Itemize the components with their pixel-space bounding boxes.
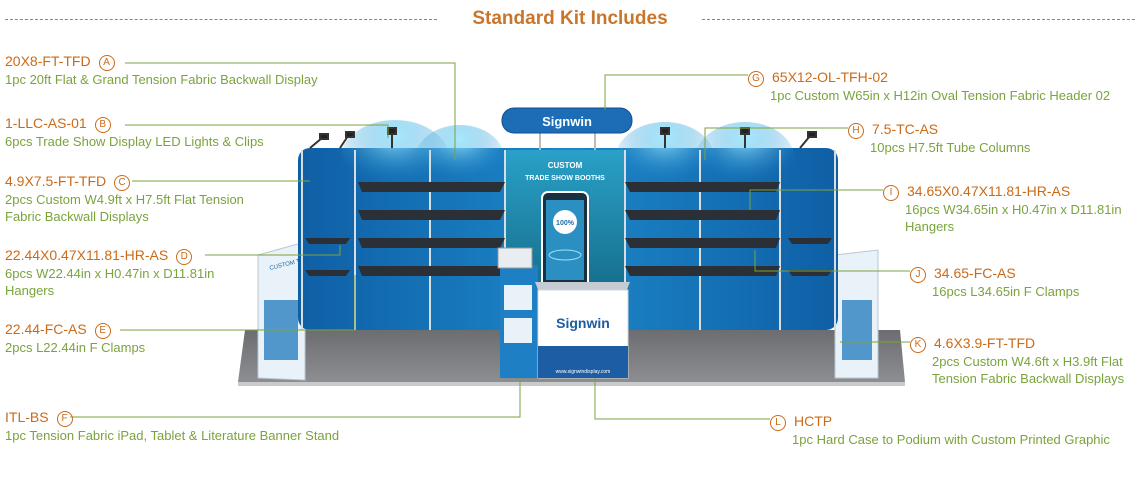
callout-letter-badge: D bbox=[176, 249, 193, 265]
callout-code: 1-LLC-AS-01 bbox=[5, 115, 87, 131]
callout-description: 1pc Hard Case to Podium with Custom Prin… bbox=[792, 432, 1110, 447]
callout-code: ITL-BS bbox=[5, 409, 49, 425]
leader-line-h bbox=[704, 127, 848, 160]
callout-code-line: J 34.65-FC-AS bbox=[910, 264, 1140, 283]
callout-code: 34.65-FC-AS bbox=[934, 265, 1016, 281]
callout-letter-badge: G bbox=[748, 71, 764, 87]
callout-description: 6pcs W22.44in x H0.47in x D11.81in Hange… bbox=[5, 266, 215, 298]
callout-code: 20X8-FT-TFD bbox=[5, 53, 91, 69]
callout-h: H 7.5-TC-AS 10pcs H7.5ft Tube Columns bbox=[848, 120, 1140, 156]
callout-description: 2pcs L22.44in F Clamps bbox=[5, 340, 146, 355]
callout-letter-badge: J bbox=[910, 267, 926, 283]
callout-code: 22.44-FC-AS bbox=[5, 321, 87, 337]
callout-description: 1pc 20ft Flat & Grand Tension Fabric Bac… bbox=[5, 72, 318, 87]
callout-code: 22.44X0.47X11.81-HR-AS bbox=[5, 247, 169, 263]
callout-k: K 4.6X3.9-FT-TFD 2pcs Custom W4.6ft x H3.9… bbox=[910, 334, 1140, 387]
floor-edge bbox=[238, 382, 905, 386]
leader-line-i bbox=[749, 189, 883, 210]
callout-description: 1pc Custom W65in x H12in Oval Tension Fa… bbox=[770, 88, 1111, 103]
right-side-graphic bbox=[842, 300, 872, 360]
callout-i: I 34.65X0.47X11.81-HR-AS 16pcs W34.65in x … bbox=[883, 182, 1140, 235]
header-divider-right bbox=[702, 19, 1135, 20]
callout-code-line: 1-LLC-AS-01 B bbox=[5, 114, 325, 133]
callout-code: HCTP bbox=[794, 413, 833, 429]
callout-letter-badge: I bbox=[883, 185, 899, 201]
callout-code: 4.9X7.5-FT-TFD bbox=[5, 173, 107, 189]
leader-line-j bbox=[754, 250, 910, 272]
callout-description: 2pcs Custom W4.9ft x H7.5ft Flat Tension… bbox=[5, 192, 244, 224]
callout-description: 16pcs L34.65in F Clamps bbox=[932, 284, 1080, 299]
wall-glow-2 bbox=[415, 125, 505, 195]
callout-code-line: L HCTP bbox=[770, 412, 1140, 431]
leader-line-l bbox=[594, 378, 770, 420]
header-divider-left bbox=[5, 19, 437, 20]
callout-code: 4.6X3.9-FT-TFD bbox=[934, 335, 1036, 351]
podium-brand: Signwin bbox=[556, 315, 610, 331]
section-header: Standard Kit Includes bbox=[0, 6, 1140, 34]
right-hangers bbox=[625, 182, 780, 276]
section-title: Standard Kit Includes bbox=[472, 8, 668, 29]
callout-j: J 34.65-FC-AS 16pcs L34.65in F Clamps bbox=[910, 264, 1140, 300]
callout-letter-badge: H bbox=[848, 123, 864, 139]
banner-line1: CUSTOM bbox=[548, 161, 583, 170]
header-brand: Signwin bbox=[542, 114, 592, 129]
callout-code-line: ITL-BS F bbox=[5, 408, 385, 427]
callout-l: L HCTP 1pc Hard Case to Podium with Custom… bbox=[770, 412, 1140, 448]
banner-line2: TRADE SHOW BOOTHS bbox=[525, 175, 605, 182]
left-hangers bbox=[358, 182, 505, 276]
callout-letter-badge: A bbox=[98, 55, 115, 71]
callout-letter-badge: K bbox=[910, 337, 926, 353]
callout-code-line: 22.44X0.47X11.81-HR-AS D bbox=[5, 246, 265, 265]
callout-code-line: 22.44-FC-AS E bbox=[5, 320, 265, 339]
led-lights bbox=[309, 127, 817, 149]
callout-code-line: H 7.5-TC-AS bbox=[848, 120, 1140, 139]
callout-code-line: K 4.6X3.9-FT-TFD bbox=[910, 334, 1140, 353]
callout-letter-badge: L bbox=[770, 415, 786, 431]
podium-url: www.signwindisplay.com bbox=[556, 369, 611, 375]
callout-letter-badge: F bbox=[56, 411, 73, 427]
callout-code: 34.65X0.47X11.81-HR-AS bbox=[907, 183, 1071, 199]
leader-line-b bbox=[125, 124, 389, 138]
callout-letter-badge: C bbox=[114, 175, 131, 191]
callout-code-line: G 65X12-OL-TFH-02 bbox=[748, 68, 1140, 87]
callout-description: 2pcs Custom W4.6ft x H3.9ft Flat Tension… bbox=[932, 354, 1125, 386]
leader-line-f bbox=[70, 378, 521, 418]
callout-letter-badge: B bbox=[94, 117, 111, 133]
callout-letter-badge: E bbox=[94, 323, 111, 339]
callout-g: G 65X12-OL-TFH-02 1pc Custom W65in x H12in… bbox=[748, 68, 1140, 104]
wall-glow-4 bbox=[695, 122, 795, 198]
leader-line-a bbox=[125, 62, 456, 160]
oval-header bbox=[501, 107, 633, 134]
callout-code: 7.5-TC-AS bbox=[872, 121, 939, 137]
callout-code: 65X12-OL-TFH-02 bbox=[772, 69, 888, 85]
leader-line-e bbox=[120, 275, 356, 331]
callout-code-line: 20X8-FT-TFD A bbox=[5, 52, 365, 71]
wall-glow-1 bbox=[340, 120, 450, 200]
callout-description: 16pcs W34.65in x H0.47in x D11.81in Hang… bbox=[905, 202, 1122, 234]
leader-line-d bbox=[205, 245, 341, 256]
callout-description: 6pcs Trade Show Display LED Lights & Cli… bbox=[5, 134, 264, 149]
leader-lines bbox=[70, 62, 910, 420]
badge-graphic bbox=[553, 210, 577, 234]
callout-code-line: 4.9X7.5-FT-TFD C bbox=[5, 172, 280, 191]
leader-line-g bbox=[604, 74, 748, 110]
wall-glow-3 bbox=[615, 122, 715, 198]
callout-description: 10pcs H7.5ft Tube Columns bbox=[870, 140, 1031, 155]
callout-description: 1pc Tension Fabric iPad, Tablet & Litera… bbox=[5, 428, 340, 443]
callout-code-line: I 34.65X0.47X11.81-HR-AS bbox=[883, 182, 1140, 201]
badge-text: 100% bbox=[556, 220, 575, 227]
